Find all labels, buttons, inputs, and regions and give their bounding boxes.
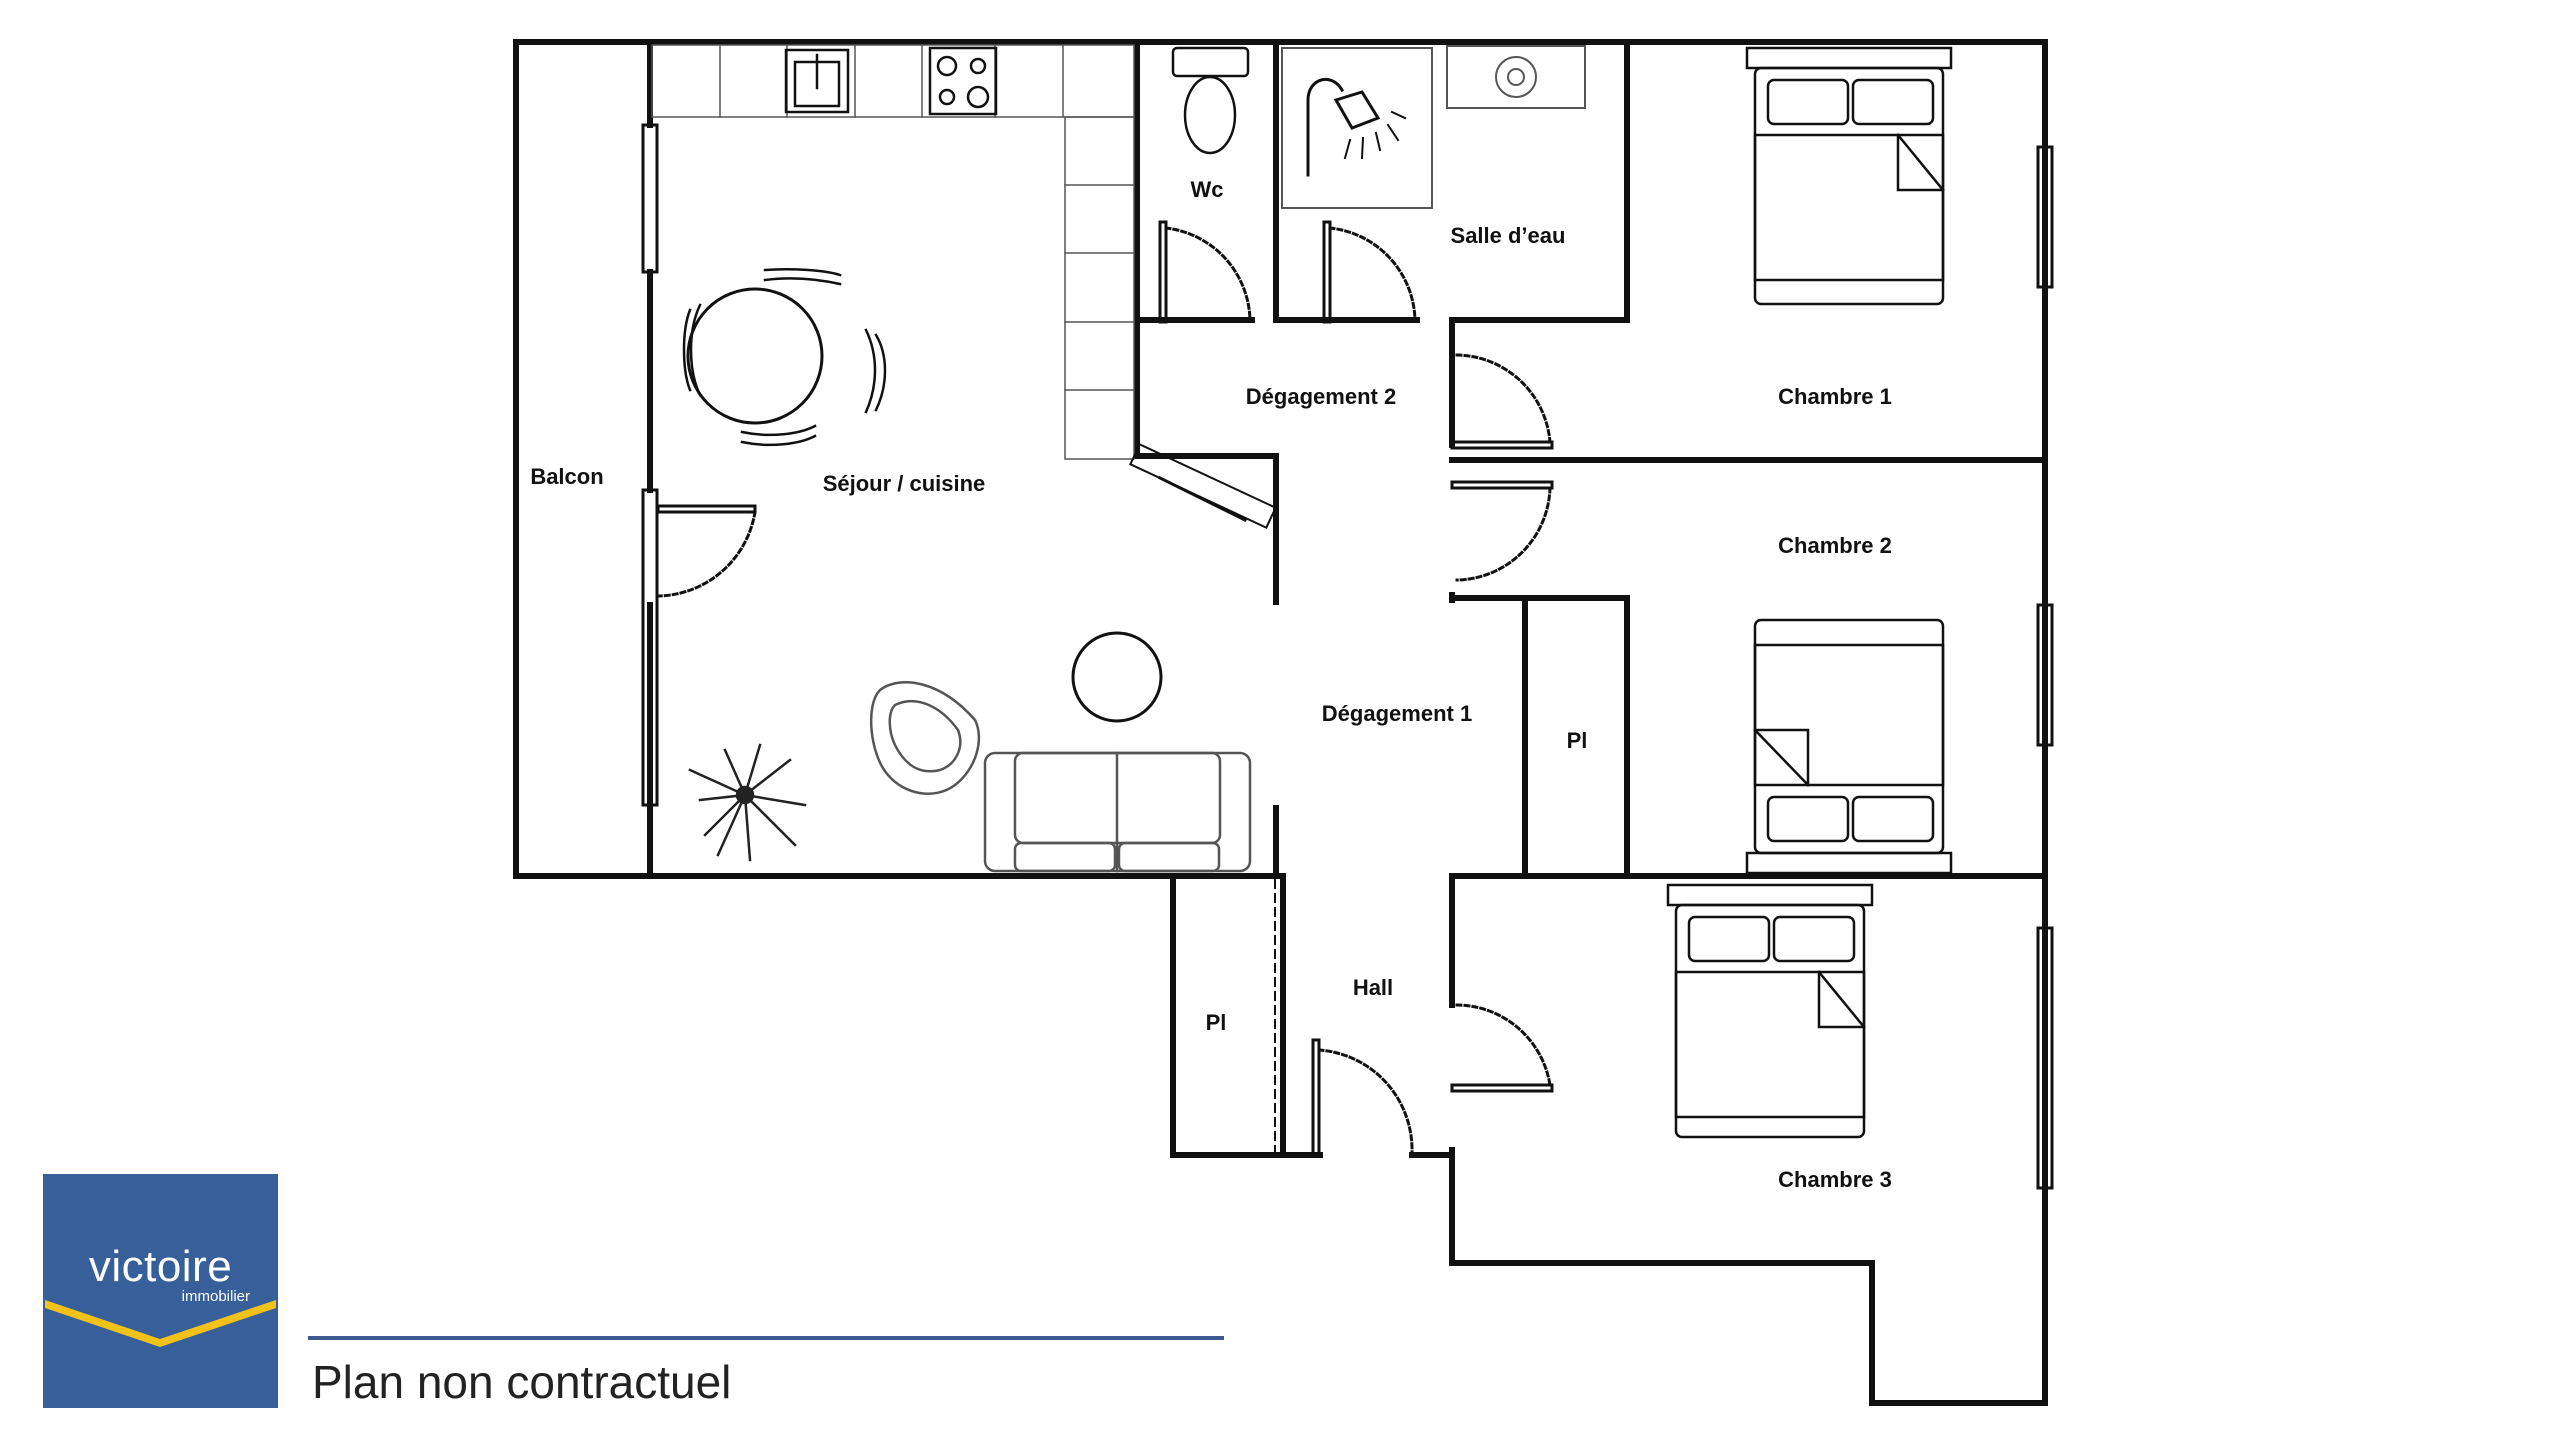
bed-chambre1: [1745, 46, 1953, 306]
shower-tray: [1281, 47, 1433, 209]
armchair-icon: [869, 681, 981, 795]
room-label-sejour: Séjour / cuisine: [823, 471, 986, 496]
bed-chambre2: [1745, 618, 1953, 875]
room-label-placard-1: Pl: [1567, 728, 1588, 753]
closet-doors: [1274, 599, 1628, 1153]
radiator-icon: [1129, 443, 1277, 529]
room-label-degagement2: Dégagement 2: [1246, 384, 1396, 409]
coffee-table: [1071, 631, 1163, 723]
room-label-chambre1: Chambre 1: [1778, 384, 1892, 409]
victoire-logo: victoire immobilier: [43, 1174, 278, 1408]
kitchen-counter: [651, 44, 1135, 460]
room-label-wc: Wc: [1191, 177, 1224, 202]
logo-chevron-icon: [45, 1300, 276, 1347]
cooktop-icon: [928, 46, 998, 116]
room-label-degagement1: Dégagement 1: [1322, 701, 1472, 726]
footer-divider: [308, 1336, 1224, 1340]
disclaimer-text: Plan non contractuel: [312, 1356, 732, 1408]
exterior-walls: [513, 39, 2048, 1406]
bed-chambre3: [1666, 883, 1874, 1139]
washbasin-icon: [1446, 45, 1586, 109]
room-labels: Balcon Séjour / cuisine Wc Salle d’eau D…: [530, 177, 1892, 1192]
doors: [656, 220, 1554, 1157]
sink-icon: [784, 48, 850, 114]
logo-brand: victoire: [88, 1242, 233, 1291]
room-label-chambre3: Chambre 3: [1778, 1167, 1892, 1192]
room-label-balcon: Balcon: [530, 464, 603, 489]
room-label-hall: Hall: [1353, 975, 1393, 1000]
dining-table: [682, 267, 887, 447]
sofa-icon: [983, 751, 1252, 873]
windows: [641, 123, 2054, 1190]
shower-icon: [1306, 78, 1407, 177]
plant-icon: [688, 743, 807, 862]
logo-subtitle: immobilier: [181, 1288, 250, 1305]
room-label-placard-2: Pl: [1206, 1010, 1227, 1035]
room-label-chambre2: Chambre 2: [1778, 533, 1892, 558]
toilet-icon: [1171, 46, 1250, 155]
room-label-salle-eau: Salle d’eau: [1451, 223, 1566, 248]
